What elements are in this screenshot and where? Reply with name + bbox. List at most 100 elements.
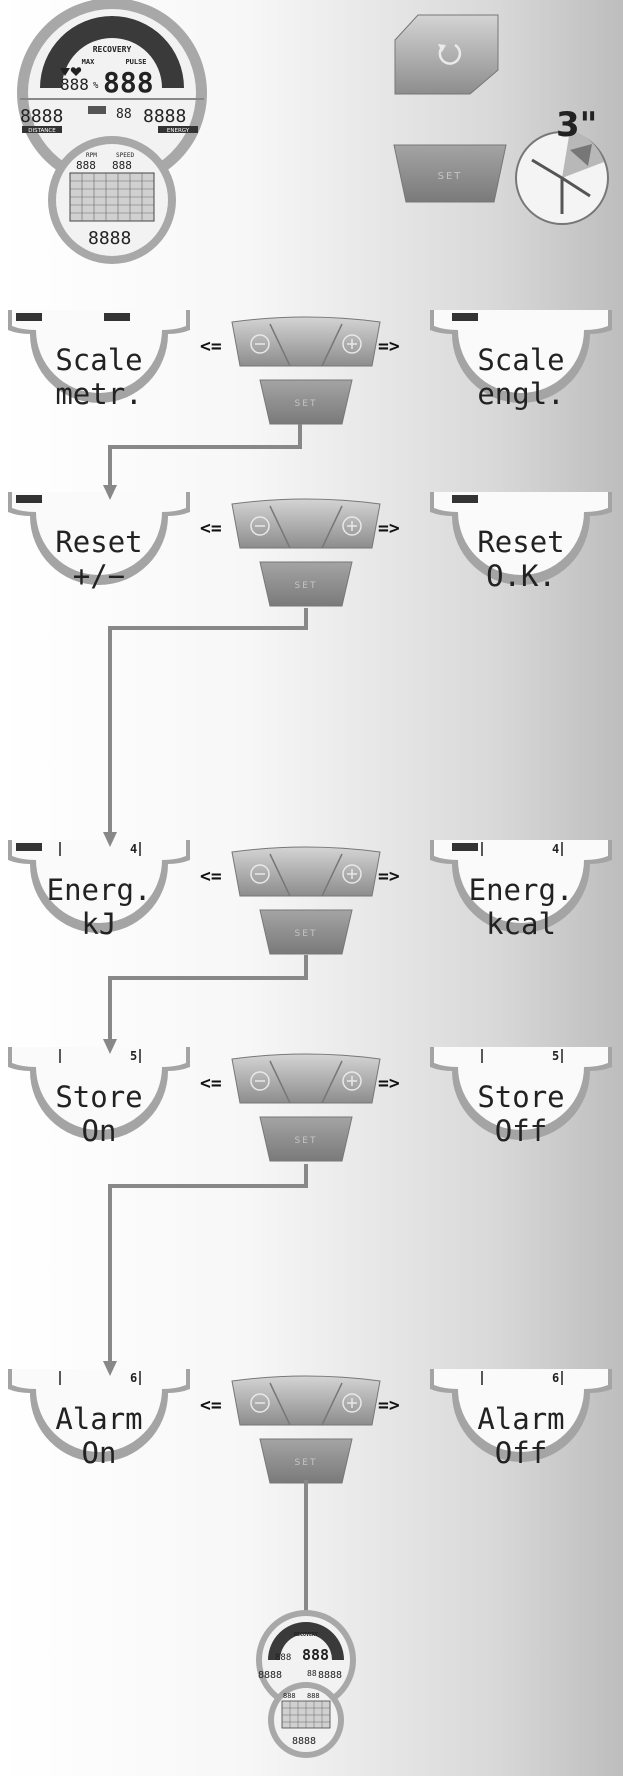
minus-plus-button <box>231 1375 381 1426</box>
watch-digits-mid: 88 <box>116 107 132 122</box>
display-left: Reset+/− <box>8 492 190 593</box>
watch-label-speed: SPEED <box>116 152 134 159</box>
intro-watch-lower-display: RPM SPEED 888 888 8888 <box>48 136 176 264</box>
final-watch-display: RECOVERY 888 888 8888 88 8888 888 888 88… <box>256 1610 356 1758</box>
display-left-line1: Scale <box>55 343 142 377</box>
minus-plus-button <box>231 316 381 367</box>
set-button: SET <box>259 561 353 607</box>
display-left-line2: On <box>82 1436 117 1470</box>
display-right-line2: kcal <box>486 907 556 941</box>
watch-label-distance: DISTANCE <box>28 128 56 134</box>
display-right-line2: engl. <box>477 377 564 411</box>
display-left-line2: +/− <box>73 559 125 593</box>
plus-icon <box>342 334 362 354</box>
display-right-line2: O.K. <box>486 559 556 593</box>
plus-icon <box>342 1071 362 1091</box>
minus-icon <box>250 334 270 354</box>
watch-label-pulse: PULSE <box>125 58 146 66</box>
heart-icon <box>70 67 82 76</box>
set-button-label: SET <box>295 581 318 591</box>
watch-digits-small: 888 <box>60 75 89 94</box>
connector-3 <box>108 955 308 1041</box>
set-button-label: SET <box>295 1458 318 1468</box>
unit-badge <box>88 106 106 114</box>
display-step-number: 5 <box>552 1049 559 1063</box>
connector-4 <box>108 1164 308 1363</box>
display-left-line1: Reset <box>55 525 142 559</box>
arrow-left-label: <= <box>200 1073 222 1094</box>
display-step-number: 6 <box>552 1371 559 1385</box>
arrow-right-label: => <box>378 518 400 539</box>
plus-icon <box>342 516 362 536</box>
final-watch-digits-bottom: 8888 <box>292 1736 316 1747</box>
display-left-line2: On <box>82 1114 117 1148</box>
display-right-line1: Scale <box>477 343 564 377</box>
display-right-line2: Off <box>495 1436 547 1470</box>
arrow-left-label: <= <box>200 1395 222 1416</box>
display-right-line1: Energ. <box>469 873 574 907</box>
watch-digits-big: 888 <box>103 66 154 99</box>
final-watch-digits-big: 888 <box>302 1646 329 1664</box>
flow-connectors <box>108 424 308 1621</box>
display-right-line1: Reset <box>477 525 564 559</box>
watch-label-energy: ENERGY <box>167 128 190 134</box>
minus-plus-button <box>231 846 381 897</box>
watch-percent: % <box>93 81 99 91</box>
final-watch-digits-rpm: 888 <box>283 1692 296 1700</box>
connector-2 <box>108 608 308 834</box>
connector-1 <box>108 424 302 487</box>
arrow-right-label: => <box>378 1073 400 1094</box>
watch-digits-left: 8888 <box>20 106 63 127</box>
watch-digits-rpm: 888 <box>76 159 96 172</box>
set-button-label: SET <box>438 171 463 182</box>
minus-icon <box>250 864 270 884</box>
timer-icon: 3" <box>515 105 609 225</box>
final-watch-label-recovery: RECOVERY <box>294 1632 318 1638</box>
set-button: SET <box>259 1116 353 1162</box>
set-button: SET <box>259 909 353 955</box>
display-step-number: 4 <box>552 842 559 856</box>
display-left-line2: metr. <box>55 377 142 411</box>
arrow-left-label: <= <box>200 866 222 887</box>
final-watch-digits-left: 8888 <box>258 1670 282 1681</box>
watch-label-recovery: RECOVERY <box>93 45 132 54</box>
minus-icon <box>250 516 270 536</box>
plus-icon <box>342 864 362 884</box>
final-watch-digits-mid: 88 <box>307 1669 317 1678</box>
display-step-number: 6 <box>130 1371 137 1385</box>
watch-label-max: MAX <box>82 58 95 66</box>
display-step-number: 5 <box>130 1049 137 1063</box>
arrow-right-label: => <box>378 866 400 887</box>
display-left-line1: Alarm <box>55 1402 142 1436</box>
set-button-label: SET <box>295 1136 318 1146</box>
watch-digits-speed: 888 <box>112 159 132 172</box>
intro-watch-display: RECOVERY MAX PULSE 888 % 888 8888 88 888… <box>17 0 207 188</box>
display-left-line2: kJ <box>82 907 117 941</box>
timer-seconds-label: 3" <box>556 105 597 145</box>
set-button: SET <box>259 379 353 425</box>
bargraph-arc <box>40 16 184 88</box>
display-right-line2: Off <box>495 1114 547 1148</box>
minus-icon <box>250 1071 270 1091</box>
final-watch-digits-small: 888 <box>275 1653 291 1663</box>
rotate-arrow-icon <box>438 43 462 65</box>
final-watch-digits-speed: 888 <box>307 1692 320 1700</box>
set-button-label: SET <box>295 399 318 409</box>
watch-digits-bottom: 8888 <box>88 228 131 249</box>
plus-icon <box>342 1393 362 1413</box>
watch-label-rpm: RPM <box>86 152 97 159</box>
set-button: SET <box>259 1438 353 1484</box>
arrow-right-label: => <box>378 336 400 357</box>
display-step-number: 4 <box>130 842 137 856</box>
rotary-knob <box>394 14 499 95</box>
